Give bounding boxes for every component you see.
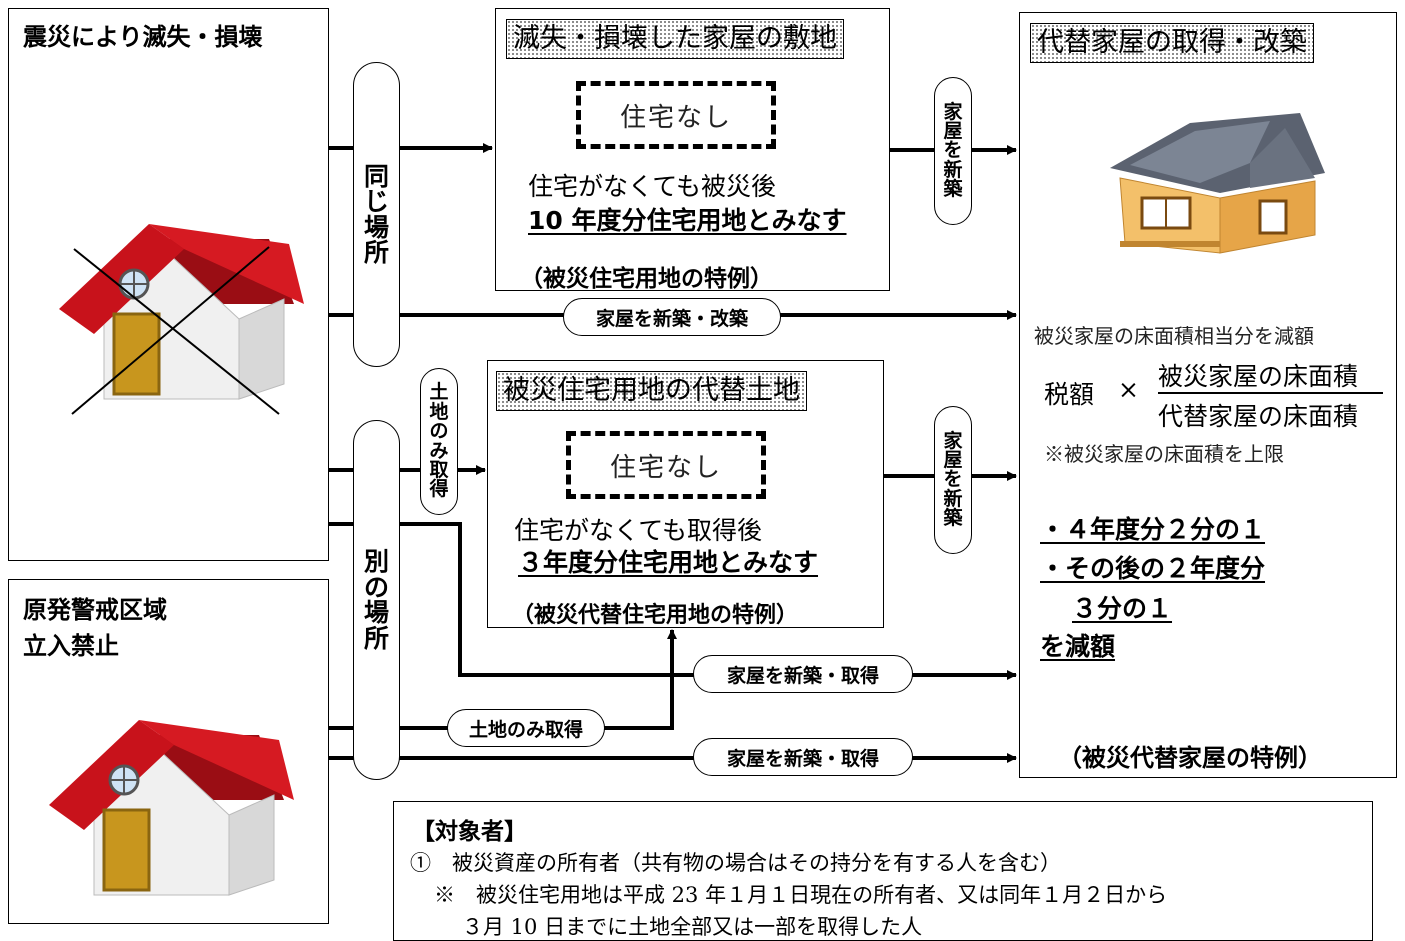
fraction-denominator: 代替家屋の床面積 (1158, 402, 1359, 431)
nuclear-zone-box: 原発警戒区域 立入禁止 (8, 579, 329, 924)
site-line-2: 10 年度分住宅用地とみなす (528, 206, 847, 235)
other-place-pill: 別 の 場 所 (353, 420, 400, 780)
new-house-icon (1110, 113, 1325, 254)
alt-land-footer: （被災代替住宅用地の特例） (512, 603, 799, 628)
other-place-char: 別 (363, 547, 389, 576)
new-acquire-pill-2: 家屋を新築・取得 (693, 738, 913, 776)
reduction-item-2: ・その後の２年度分 (1040, 554, 1266, 583)
alt-house-footer: （被災代替家屋の特例） (1058, 744, 1322, 772)
same-place-char: 場 (363, 212, 389, 242)
same-place-pill: 同 じ 場 所 (353, 62, 400, 367)
site-box-title: 滅失・損壊した家屋の敷地 (506, 19, 844, 59)
build-new-char: 新 (943, 487, 963, 510)
no-house-label: 住宅なし (609, 452, 722, 483)
reduction-item-4: を減額 (1040, 632, 1116, 661)
times-sign: × (1118, 375, 1139, 404)
disaster-box: 震災により滅失・損壊 (8, 8, 329, 561)
land-only-vertical-pill: 土 地 の み 取 得 (420, 368, 458, 515)
alt-land-box: 被災住宅用地の代替土地 住宅なし 住宅がなくても取得後 ３年度分住宅用地とみなす… (487, 360, 884, 628)
house-icon (49, 720, 294, 896)
target-persons-box: 【対象者】 ① 被災資産の所有者（共有物の場合はその持分を有する人を含む） ※ … (393, 801, 1373, 941)
no-house-box: 住宅なし (576, 81, 776, 149)
target-heading: 【対象者】 (412, 819, 527, 845)
build-new-pill-2: 家 屋 を 新 築 (934, 406, 972, 554)
arrow-land-only (328, 629, 677, 730)
same-place-char: 所 (363, 238, 389, 267)
alt-land-line-2: ３年度分住宅用地とみなす (518, 548, 819, 577)
reduction-item-1: ・４年度分２分の１ (1040, 515, 1266, 544)
no-house-box: 住宅なし (566, 431, 766, 499)
alt-land-title: 被災住宅用地の代替土地 (496, 371, 807, 411)
target-line-1: ① 被災資産の所有者（共有物の場合はその持分を有する人を含む） (410, 851, 1061, 875)
alt-house-title: 代替家屋の取得・改築 (1030, 23, 1314, 63)
new-acquire-pill-1: 家屋を新築・取得 (693, 655, 913, 693)
build-new-char: 屋 (943, 119, 963, 142)
target-line-2: ※ 被災住宅用地は平成 23 年１月１日現在の所有者、又は同年１月２日から (434, 883, 1168, 907)
fraction-numerator: 被災家屋の床面積 (1158, 362, 1359, 391)
no-house-label: 住宅なし (619, 102, 732, 133)
land-only-char: 得 (429, 478, 449, 501)
rebuild-pill: 家屋を新築・改築 (563, 298, 781, 336)
build-new-char: 築 (943, 507, 963, 530)
other-place-char: の (363, 572, 389, 602)
cap-note: ※被災家屋の床面積を上限 (1044, 442, 1284, 466)
land-only-char: 土 (429, 381, 449, 404)
build-new-char: を (943, 468, 963, 491)
destroyed-house-icon (59, 224, 304, 415)
build-new-pill-1: 家 屋 を 新 築 (934, 77, 972, 225)
land-only-char: 取 (429, 458, 449, 481)
build-new-char: 築 (943, 178, 963, 201)
build-new-char: を (943, 139, 963, 162)
land-only-char: み (429, 439, 449, 462)
other-place-char: 場 (363, 598, 389, 627)
land-only-char: の (429, 420, 449, 443)
build-new-char: 屋 (943, 448, 963, 471)
same-place-char: 同 (363, 161, 389, 191)
build-new-char: 新 (943, 158, 963, 181)
fraction-bar (1158, 392, 1383, 394)
same-place-char: じ (363, 187, 389, 216)
land-only-char: 地 (429, 400, 449, 423)
disaster-label: 震災により滅失・損壊 (23, 23, 263, 51)
nuclear-label-1: 原発警戒区域 (23, 596, 167, 624)
build-new-char: 家 (943, 429, 963, 452)
reduction-item-3: ３分の１ (1072, 594, 1173, 623)
nuclear-label-2: 立入禁止 (23, 632, 119, 660)
other-place-char: 所 (363, 623, 389, 653)
alt-land-line-1: 住宅がなくても取得後 (514, 516, 763, 545)
site-line-1: 住宅がなくても被災後 (528, 172, 777, 201)
site-footer: （被災住宅用地の特例） (520, 266, 773, 292)
site-box: 滅失・損壊した家屋の敷地 住宅なし 住宅がなくても被災後 10 年度分住宅用地と… (495, 8, 890, 292)
reduce-text: 被災家屋の床面積相当分を減額 (1034, 324, 1314, 348)
build-new-char: 家 (943, 100, 963, 123)
land-only-pill: 土地のみ取得 (447, 709, 605, 747)
alt-house-box: 代替家屋の取得・改築 被災家屋の床面積相当分を減額 税額 × 被災家屋の床面積 … (1019, 12, 1397, 778)
tax-label: 税額 (1044, 380, 1095, 409)
